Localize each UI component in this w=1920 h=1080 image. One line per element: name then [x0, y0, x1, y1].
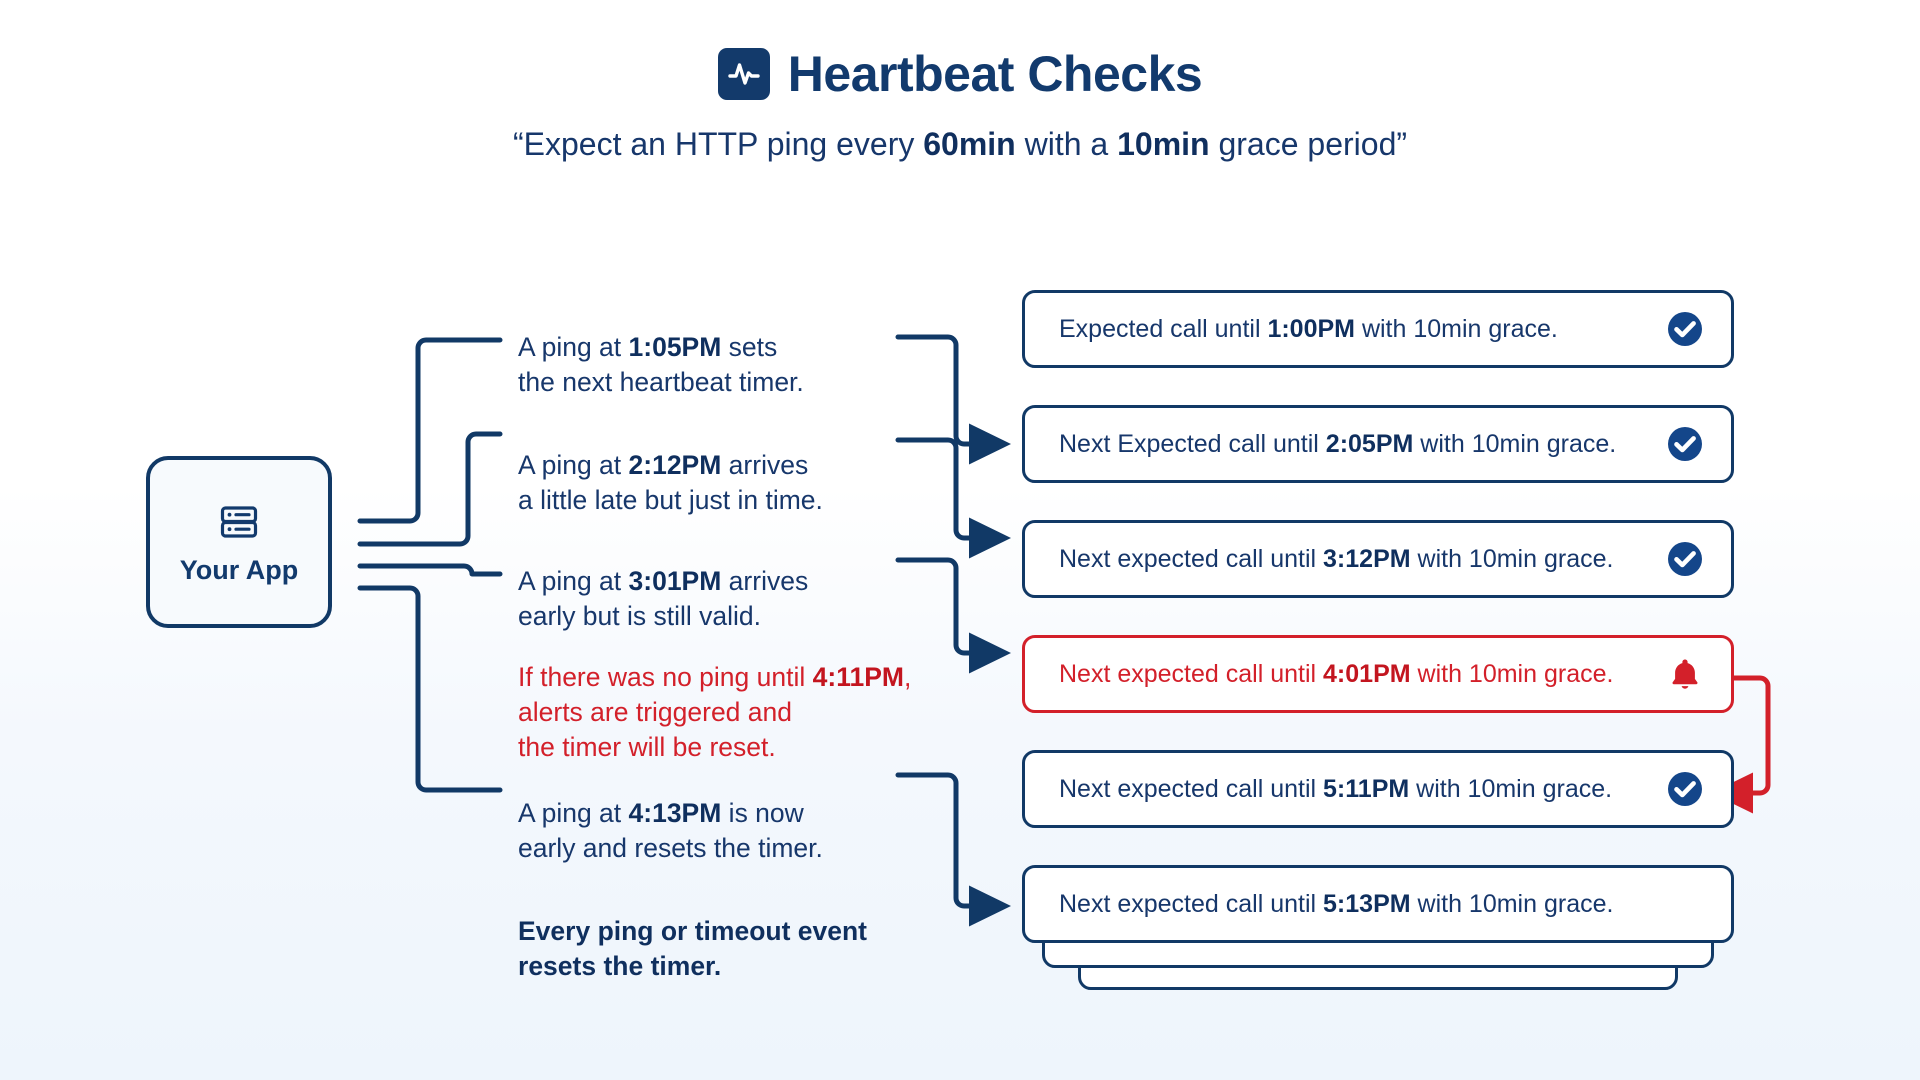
title-row: Heartbeat Checks	[0, 48, 1920, 100]
step-1-05pm: A ping at 1:05PM sets the next heartbeat …	[518, 330, 938, 400]
no-icon-placeholder	[1665, 884, 1705, 924]
card-2-05pm-run-2: with 10min grace.	[1413, 429, 1617, 458]
step-4-11pm-alert-run-2: ,	[903, 662, 912, 692]
check-circle-icon	[1665, 539, 1705, 579]
check-circle-icon	[1665, 769, 1705, 809]
card-5-13pm-text: Next expected call until 5:13PM with 10m…	[1059, 890, 1651, 919]
card-4-01pm-run-1: 4:01PM	[1323, 659, 1411, 688]
step-1-05pm-run-0: A ping at	[518, 332, 629, 362]
step-2-12pm: A ping at 2:12PM arrives a little late bu…	[518, 448, 938, 518]
page-title: Heartbeat Checks	[787, 46, 1203, 102]
card-3-12pm[interactable]: Next expected call until 3:12PM with 10m…	[1022, 520, 1734, 598]
card-3-12pm-run-0: Next expected call until	[1059, 544, 1324, 573]
card-2-05pm-run-1: 2:05PM	[1325, 429, 1414, 458]
step-summary: Every ping or timeout event resets the ti…	[518, 914, 938, 984]
card-5-13pm-run-2: with 10min grace.	[1410, 889, 1614, 918]
card-5-11pm-run-1: 5:11PM	[1323, 774, 1410, 803]
server-rack-icon	[216, 499, 262, 545]
card-1-00pm-text: Expected call until 1:00PM with 10min gr…	[1059, 315, 1651, 344]
step-4-11pm-alert-run-1: 4:11PM	[812, 662, 904, 692]
card-2-05pm[interactable]: Next Expected call until 2:05PM with 10m…	[1022, 405, 1734, 483]
subtitle-quote-open: “	[512, 126, 524, 162]
card-5-11pm-text: Next expected call until 5:11PM with 10m…	[1059, 775, 1651, 804]
your-app-label: Your App	[179, 554, 299, 585]
card-4-01pm-run-0: Next expected call until	[1059, 659, 1324, 688]
card-5-11pm[interactable]: Next expected call until 5:11PM with 10m…	[1022, 750, 1734, 828]
card-4-01pm[interactable]: Next expected call until 4:01PM with 10m…	[1022, 635, 1734, 713]
card-5-11pm-run-2: with 10min grace.	[1409, 774, 1613, 803]
card-4-01pm-run-2: with 10min grace.	[1410, 659, 1614, 688]
step-2-12pm-run-0: A ping at	[518, 450, 629, 480]
step-4-11pm-alert-run-6: the timer will be reset.	[518, 731, 776, 762]
step-3-01pm: A ping at 3:01PM arrives early but is st…	[518, 564, 938, 634]
page-header: Heartbeat Checks “Expect an HTTP ping ev…	[0, 0, 1920, 163]
card-5-13pm-run-1: 5:13PM	[1323, 889, 1411, 918]
subtitle-part-1: Expect an HTTP ping every	[523, 126, 924, 162]
bell-icon	[1665, 654, 1705, 694]
subtitle-part-2: with a	[1015, 126, 1118, 162]
card-1-00pm-run-1: 1:00PM	[1267, 314, 1355, 343]
step-4-13pm-run-2: is now	[721, 798, 804, 828]
subtitle-quote-close: ”	[1396, 126, 1408, 162]
card-1-00pm-run-2: with 10min grace.	[1355, 314, 1558, 343]
your-app-node[interactable]: Your App	[146, 456, 332, 628]
step-1-05pm-run-1: 1:05PM	[628, 332, 722, 362]
step-4-11pm-alert-run-4: alerts are triggered and	[518, 696, 792, 727]
card-2-05pm-text: Next Expected call until 2:05PM with 10m…	[1059, 430, 1651, 459]
step-1-05pm-run-4: the next heartbeat timer.	[518, 366, 804, 397]
card-3-12pm-run-1: 3:12PM	[1323, 544, 1411, 573]
step-3-01pm-run-1: 3:01PM	[628, 566, 722, 596]
step-4-13pm-run-1: 4:13PM	[628, 798, 722, 828]
card-4-01pm-text: Next expected call until 4:01PM with 10m…	[1059, 660, 1651, 689]
step-1-05pm-run-2: sets	[721, 332, 778, 362]
step-3-01pm-run-4: early but is still valid.	[518, 600, 762, 631]
subtitle-interval-value: 60min	[923, 126, 1016, 162]
heartbeat-pulse-icon	[717, 48, 770, 100]
card-2-05pm-run-0: Next Expected call until	[1059, 429, 1326, 458]
subtitle-part-3: grace period	[1209, 126, 1397, 162]
card-5-13pm-run-0: Next expected call until	[1059, 889, 1324, 918]
card-5-11pm-run-0: Next expected call until	[1059, 774, 1324, 803]
step-4-13pm: A ping at 4:13PM is now early and resets …	[518, 796, 938, 866]
check-circle-icon	[1665, 309, 1705, 349]
step-2-12pm-run-4: a little late but just in time.	[518, 484, 823, 515]
step-2-12pm-run-2: arrives	[721, 450, 809, 480]
check-circle-icon	[1665, 424, 1705, 464]
card-3-12pm-run-2: with 10min grace.	[1410, 544, 1614, 573]
step-summary-run-0: Every ping or timeout event	[518, 916, 867, 946]
step-3-01pm-run-0: A ping at	[518, 566, 629, 596]
card-1-00pm-run-0: Expected call until	[1059, 314, 1268, 343]
card-1-00pm[interactable]: Expected call until 1:00PM with 10min gr…	[1022, 290, 1734, 368]
step-4-11pm-alert-run-0: If there was no ping until	[518, 662, 813, 692]
step-summary-run-2: resets the timer.	[518, 950, 722, 981]
step-4-13pm-run-0: A ping at	[518, 798, 629, 828]
step-4-11pm-alert: If there was no ping until 4:11PM, alerts…	[518, 660, 938, 765]
card-3-12pm-text: Next expected call until 3:12PM with 10m…	[1059, 545, 1651, 574]
page-subtitle: “Expect an HTTP ping every 60min with a …	[0, 126, 1920, 163]
step-3-01pm-run-2: arrives	[721, 566, 809, 596]
subtitle-grace-value: 10min	[1117, 126, 1210, 162]
step-2-12pm-run-1: 2:12PM	[628, 450, 722, 480]
card-5-13pm[interactable]: Next expected call until 5:13PM with 10m…	[1022, 865, 1734, 943]
step-4-13pm-run-4: early and resets the timer.	[518, 832, 823, 863]
